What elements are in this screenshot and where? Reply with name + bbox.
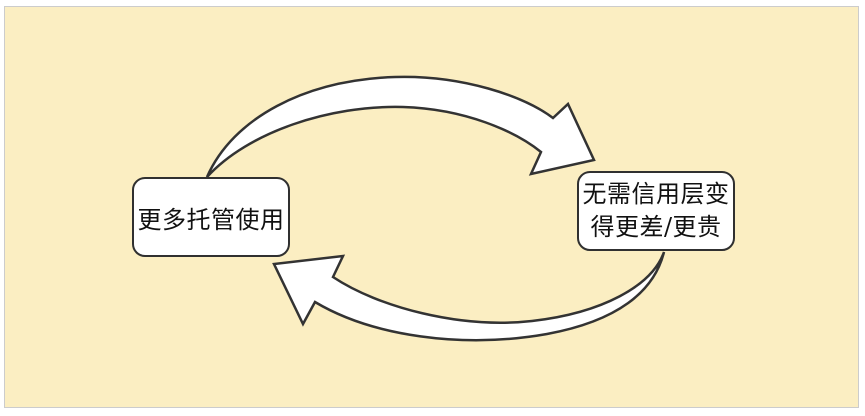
arrow-left-to-right — [205, 75, 596, 178]
node-more-custodial-use: 更多托管使用 — [132, 177, 290, 257]
node-label-line2: 得更差/更贵 — [590, 213, 722, 241]
arrow-right-to-left — [272, 251, 666, 342]
node-label: 更多托管使用 — [137, 205, 285, 234]
node-label-line1: 无需信用层变 — [582, 180, 730, 208]
node-trustless-layer-worse: 无需信用层变 得更差/更贵 — [577, 171, 735, 251]
